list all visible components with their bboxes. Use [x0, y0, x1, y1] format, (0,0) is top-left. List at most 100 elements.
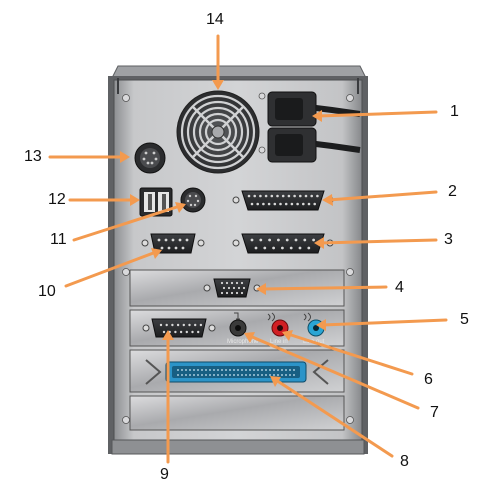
connector-pin [165, 323, 168, 327]
callout-9: 9 [160, 466, 169, 483]
connector-pin [303, 238, 307, 242]
connector-pin [213, 374, 215, 376]
connector-pin [233, 374, 235, 376]
connector-pin [287, 194, 291, 198]
connector-pin [191, 330, 194, 334]
microphone-label: Microphone [227, 339, 259, 345]
connector-pin [194, 323, 197, 327]
callout-6: 6 [424, 371, 433, 388]
connector-pin [281, 374, 283, 376]
connector-pin [237, 286, 241, 290]
connector-pin [222, 286, 226, 290]
connector-pin [299, 194, 302, 198]
connector-pin [174, 246, 178, 250]
connector-pin [159, 323, 163, 327]
connector-pin [193, 374, 195, 376]
connector-pin [293, 369, 295, 371]
connector-pin [273, 202, 277, 206]
connector-pin [304, 194, 308, 198]
connector-pin [273, 369, 275, 371]
connector-pin [269, 374, 271, 376]
connector-pin [276, 194, 279, 198]
ps2-mouse-port [180, 187, 206, 213]
connector-pin [237, 369, 239, 371]
connector-pin [281, 194, 285, 198]
connector-pin [227, 286, 231, 290]
connector-pin [201, 374, 203, 376]
connector-pin [199, 323, 203, 327]
connector-pin [230, 291, 234, 295]
connector-pin [310, 194, 314, 198]
connector-pin [197, 330, 200, 334]
connector-pin [176, 323, 180, 327]
connector-pin [293, 194, 296, 198]
connector-pin [220, 291, 224, 295]
connector-pin [225, 291, 229, 295]
connector-pin [281, 369, 283, 371]
connector-pin [273, 374, 275, 376]
connector-pin [209, 374, 211, 376]
connector-pin [217, 369, 219, 371]
connector-pin [245, 369, 247, 371]
connector-pin [235, 281, 239, 285]
connector-pin [193, 369, 195, 371]
connector-pin [162, 330, 166, 334]
connector-pin [221, 369, 223, 371]
fan-grille-icon [176, 90, 260, 174]
case-screws [122, 92, 354, 424]
connector-pin [270, 194, 274, 198]
connector-pin [267, 202, 271, 206]
connector-pin [254, 246, 258, 250]
db9-serial-port [141, 233, 205, 254]
connector-pin [167, 246, 171, 250]
connector-pin [289, 369, 291, 371]
connector-pin [253, 194, 256, 198]
sound-card-game-port [142, 318, 216, 338]
connector-pin [182, 323, 185, 327]
connector-pin [177, 374, 179, 376]
connector-pin [262, 202, 265, 206]
connector-pin [220, 281, 224, 285]
connector-pin [225, 374, 227, 376]
connector-pin [312, 238, 315, 242]
connector-pin [225, 281, 229, 285]
callout-3: 3 [444, 231, 453, 248]
connector-pin [253, 374, 255, 376]
connector-pin [209, 369, 211, 371]
callout-7: 7 [430, 404, 439, 421]
connector-pin [259, 238, 263, 242]
connector-pin [294, 238, 298, 242]
connector-pin [241, 374, 243, 376]
connector-pin [185, 330, 188, 334]
connector-pin [233, 369, 235, 371]
connector-pin [181, 374, 183, 376]
callout-14: 14 [206, 11, 224, 28]
connector-pin [247, 194, 251, 198]
connector-pin [240, 281, 244, 285]
connector-pin [293, 374, 295, 376]
connector-pin [242, 286, 246, 290]
connector-pin [263, 246, 267, 250]
connector-pin [285, 374, 287, 376]
connector-pin [264, 194, 268, 198]
connector-pin [261, 369, 263, 371]
connector-pin [257, 369, 259, 371]
connector-pin [225, 369, 227, 371]
connector-pin [217, 374, 219, 376]
connector-pin [245, 374, 247, 376]
connector-pin [179, 330, 183, 334]
usb-ports [139, 187, 173, 217]
connector-pin [290, 202, 294, 206]
connector-pin [240, 291, 244, 295]
callout-13: 13 [24, 148, 42, 165]
connector-pin [189, 369, 191, 371]
connector-pin [230, 281, 234, 285]
connector-pin [221, 374, 223, 376]
connector-pin [269, 369, 271, 371]
connector-pin [289, 246, 293, 250]
connector-pin [171, 323, 174, 327]
connector-pin [302, 202, 305, 206]
connector-pin [277, 369, 279, 371]
power-connectors [267, 91, 361, 163]
